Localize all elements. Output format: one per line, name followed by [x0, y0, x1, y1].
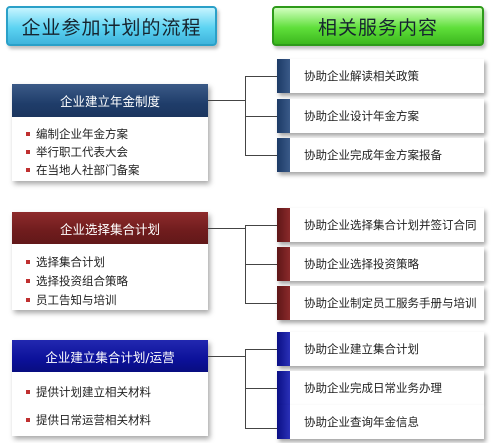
service-item: 协助企业完成日常业务办理	[277, 371, 484, 405]
bullet-item: 在当地人社部门备案	[26, 162, 140, 178]
connector-line	[208, 356, 246, 357]
stage-bullets-2: 选择集合计划 选择投资组合策略 员工告知与培训	[12, 244, 208, 310]
bullet-item: 选择投资组合策略	[26, 273, 128, 289]
bullet-item: 员工告知与培训	[26, 292, 117, 308]
service-tab-icon	[277, 405, 290, 439]
service-item: 协助企业解读相关政策	[277, 59, 484, 93]
service-tab-icon	[277, 99, 290, 133]
service-item: 协助企业设计年金方案	[277, 99, 484, 133]
bullet-item: 编制企业年金方案	[26, 126, 128, 142]
connector-line	[245, 264, 277, 265]
service-tab-icon	[277, 247, 290, 281]
stage-title-3: 企业建立集合计划/运营	[45, 349, 175, 365]
service-tab-icon	[277, 138, 290, 172]
service-item: 协助企业选择集合计划并签订合同	[277, 208, 484, 242]
bullet-dot-icon	[26, 417, 30, 422]
connector-line	[245, 303, 277, 304]
bullet-dot-icon	[26, 149, 30, 154]
bullet-item: 举行职工代表大会	[26, 144, 128, 160]
stage-bullets-1: 编制企业年金方案 举行职工代表大会 在当地人社部门备案	[12, 117, 208, 181]
services-header: 相关服务内容	[272, 6, 484, 46]
service-tab-icon	[277, 332, 290, 366]
connector-line	[245, 155, 277, 156]
process-header: 企业参加计划的流程	[6, 6, 217, 46]
connector-line	[245, 225, 277, 226]
process-header-label: 企业参加计划的流程	[21, 16, 202, 39]
service-item: 协助企业查询年金信息	[277, 405, 484, 439]
service-item: 协助企业建立集合计划	[277, 332, 484, 366]
bullet-dot-icon	[26, 167, 30, 172]
connector-line	[245, 428, 277, 429]
connector-line	[245, 116, 277, 117]
connector-line	[245, 76, 277, 77]
bullet-dot-icon	[26, 297, 30, 302]
bullet-dot-icon	[26, 259, 30, 264]
bullet-item: 提供日常运营相关材料	[26, 412, 151, 428]
bullet-dot-icon	[26, 389, 30, 394]
bullet-dot-icon	[26, 131, 30, 136]
service-tab-icon	[277, 59, 290, 93]
stage-title-1: 企业建立年金制度	[59, 94, 160, 109]
stage-title-bar-2: 企业选择集合计划	[12, 212, 208, 244]
connector-line	[245, 349, 246, 429]
connector-line	[208, 100, 246, 101]
service-item: 协助企业完成年金方案报备	[277, 138, 484, 172]
stage-title-bar-3: 企业建立集合计划/运营	[12, 340, 208, 372]
services-header-label: 相关服务内容	[317, 16, 438, 39]
service-tab-icon	[277, 371, 290, 405]
bullet-item: 选择集合计划	[26, 254, 105, 270]
connector-line	[208, 228, 246, 229]
stage-card-2: 企业选择集合计划 选择集合计划 选择投资组合策略 员工告知与培训	[12, 212, 208, 310]
service-item: 协助企业选择投资策略	[277, 247, 484, 281]
connector-line	[245, 388, 277, 389]
stage-title-bar-1: 企业建立年金制度	[12, 84, 208, 117]
stage-bullets-3: 提供计划建立相关材料 提供日常运营相关材料	[12, 372, 208, 436]
connector-line	[245, 349, 277, 350]
service-tab-icon	[277, 286, 290, 320]
service-tab-icon	[277, 208, 290, 242]
stage-card-1: 企业建立年金制度 编制企业年金方案 举行职工代表大会 在当地人社部门备案	[12, 84, 208, 181]
service-item: 协助企业制定员工服务手册与培训	[277, 286, 484, 320]
stage-card-3: 企业建立集合计划/运营 提供计划建立相关材料 提供日常运营相关材料	[12, 340, 208, 436]
bullet-dot-icon	[26, 278, 30, 283]
bullet-item: 提供计划建立相关材料	[26, 384, 151, 400]
stage-title-2: 企业选择集合计划	[59, 221, 160, 237]
